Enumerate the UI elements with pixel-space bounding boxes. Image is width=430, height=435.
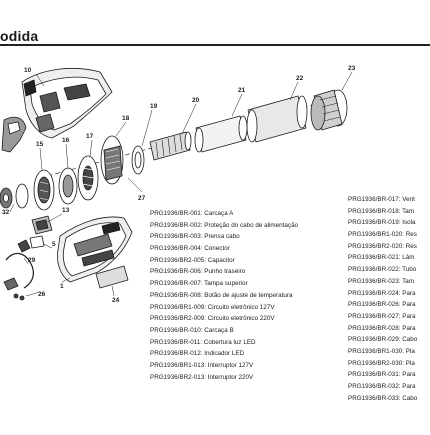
parts-list-item: PRG1936/BR-002: Proteção do cabo de alim… xyxy=(150,221,299,229)
callout-24: 24 xyxy=(112,297,120,304)
part-13-switch xyxy=(31,215,53,235)
parts-list-item: PRG1936/BR-019: Isola xyxy=(348,219,416,227)
spanner-accessory xyxy=(1,116,27,153)
part-21-inner-tube xyxy=(194,115,248,153)
part-15-disc xyxy=(33,169,55,211)
exploded-view-drawing: 10 22 23 21 20 19 18 17 16 15 27 13 5 29… xyxy=(0,65,356,304)
parts-list-item: PRG1936/BR-008: Botão de ajuste de tempe… xyxy=(150,291,293,299)
parts-list-item: PRG1936/BR-027: Para xyxy=(348,312,416,320)
part-5-capacitor xyxy=(29,235,45,249)
parts-list-item: PRG1936/BR1-009: Circuito eletrônico 127… xyxy=(150,303,275,311)
parts-list-item: PRG1936/BR-022: Tubo xyxy=(348,266,417,274)
parts-list-item: PRG1936/BR-028: Para xyxy=(348,324,416,332)
parts-list-item: PRG1936/BR-024: Para xyxy=(348,289,416,297)
parts-list-item: PRG1936/BR1-013: Interruptor 127V xyxy=(150,361,254,369)
callout-19: 19 xyxy=(150,103,158,110)
part-1-lower-housing xyxy=(57,216,133,283)
callout-5: 5 xyxy=(52,241,56,248)
header-divider xyxy=(0,44,430,46)
callout-17: 17 xyxy=(86,133,94,140)
callout-26: 26 xyxy=(38,291,46,298)
parts-list-item: PRG1936/BR-006: Punho traseiro xyxy=(150,268,246,276)
parts-list-item: PRG1936/BR1-030: Pla xyxy=(348,347,415,355)
callout-29: 29 xyxy=(28,257,36,264)
parts-list-item: PRG1936/BR-032: Para xyxy=(348,383,416,390)
callout-1: 1 xyxy=(60,283,64,290)
part-32-rear-parts xyxy=(0,183,29,209)
callout-10: 10 xyxy=(24,67,32,74)
parts-list-item: PRG1936/BR-001: Carcaça A xyxy=(150,210,234,217)
callout-18: 18 xyxy=(122,115,130,122)
part-19-ring xyxy=(131,145,145,175)
parts-list-item: PRG1936/BR2-013: Interruptor 220V xyxy=(150,373,254,381)
part-17-fan xyxy=(77,155,99,201)
callout-23: 23 xyxy=(348,65,356,72)
part-10-upper-housing xyxy=(21,67,113,139)
parts-list-item: PRG1936/BR-026: Para xyxy=(348,301,416,309)
parts-list-item: PRG1936/BR-003: Prensa cabo xyxy=(150,233,240,241)
parts-list-item: PRG1936/BR-031: Para xyxy=(348,371,416,379)
part-23-cap xyxy=(310,89,348,131)
parts-list-item: PRG1936/BR-010: Carcaça B xyxy=(150,326,234,334)
part-24-plate xyxy=(95,265,129,289)
parts-list-item: PRG1936/BR-023: Tam xyxy=(348,277,415,285)
part-29-cable xyxy=(3,239,34,291)
callout-21: 21 xyxy=(238,87,246,94)
parts-list-item: PRG1936/BR-012: Indicador LED xyxy=(150,350,245,358)
callout-20: 20 xyxy=(192,97,200,104)
callout-22: 22 xyxy=(296,75,304,82)
parts-list-item: PRG1936/BR2-009: Circuito eletrônico 220… xyxy=(150,315,275,323)
callout-32: 32 xyxy=(2,209,10,216)
parts-list-item: PRG1936/BR-029: Cabo xyxy=(348,336,418,344)
parts-list-item: PRG1936/BR-018: Tam xyxy=(348,207,415,215)
part-22-tube xyxy=(246,95,308,143)
part-18-fan-housing xyxy=(100,135,124,185)
parts-list-item: PRG1936/BR2-020: Res xyxy=(348,242,417,250)
callout-13: 13 xyxy=(62,207,70,214)
parts-list-item: PRG1936/BR-021: Lâm xyxy=(348,254,415,262)
exploded-view-diagram: 10 22 23 21 20 19 18 17 16 15 27 13 5 29… xyxy=(0,48,430,430)
callout-15: 15 xyxy=(36,141,44,148)
parts-list-item: PRG1936/BR-011: Cobertura luz LED xyxy=(150,338,256,346)
parts-list-item: PRG1936/BR2-005: Capacitor xyxy=(150,256,235,264)
parts-list-item: PRG1936/BR-007: Tampa superior xyxy=(150,280,248,288)
part-26-screws xyxy=(13,293,25,301)
parts-list-item: PRG1936/BR1-020: Res xyxy=(348,231,417,239)
parts-list-item: PRG1936/BR2-030: Pla xyxy=(348,359,415,367)
callout-16: 16 xyxy=(62,137,70,144)
section-title: odida xyxy=(0,28,39,44)
page-header: odida xyxy=(0,0,430,48)
parts-list-item: PRG1936/BR-017: Vent xyxy=(348,196,415,203)
part-16-ring xyxy=(58,167,78,205)
parts-list-item: PRG1936/BR-033: Cabo xyxy=(348,394,418,402)
parts-list-item: PRG1936/BR-004: Conector xyxy=(150,245,230,253)
callout-27: 27 xyxy=(138,195,146,202)
parts-list-left: PRG1936/BR-001: Carcaça A PRG1936/BR-002:… xyxy=(150,208,340,383)
part-20-heating-element xyxy=(149,131,192,161)
